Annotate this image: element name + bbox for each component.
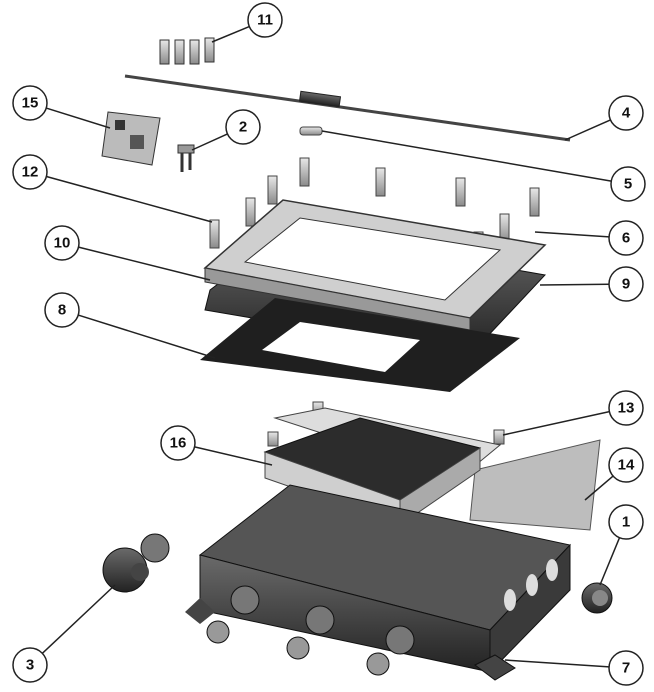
callout-number: 5	[624, 176, 632, 193]
callout-circle	[608, 95, 644, 131]
callout-number: 8	[58, 302, 66, 319]
antenna-cable-part	[124, 74, 571, 142]
terminal-module-part	[263, 407, 502, 526]
callout-6: 6	[534, 220, 644, 256]
callout-13: 13	[502, 390, 644, 436]
leader-line	[564, 119, 611, 141]
leader-line	[599, 537, 621, 586]
callout-number: 9	[622, 276, 630, 293]
callout-number: 6	[622, 230, 630, 247]
callout-circle	[608, 447, 644, 483]
callout-3: 3	[12, 584, 116, 683]
blanking-plug-part	[581, 582, 613, 614]
callout-number: 2	[239, 119, 247, 136]
callout-circle	[160, 425, 196, 461]
callout-circle	[608, 266, 644, 302]
callout-1: 1	[599, 504, 644, 586]
callout-number: 11	[257, 12, 273, 29]
fuse-part	[299, 126, 323, 136]
callout-7: 7	[504, 650, 644, 686]
callout-14: 14	[584, 447, 644, 501]
callout-5: 5	[321, 130, 646, 202]
jumper-part	[177, 144, 195, 172]
leader-line	[504, 659, 610, 668]
callout-circle	[44, 225, 80, 261]
leader-line	[539, 283, 610, 286]
callout-circle	[12, 85, 48, 121]
leader-line	[502, 410, 610, 436]
callout-circle	[608, 220, 644, 256]
callout-number: 13	[618, 400, 635, 417]
circuit-board-part	[101, 111, 161, 166]
callout-number: 1	[622, 514, 630, 531]
callout-number: 3	[26, 657, 34, 674]
callout-12: 12	[12, 154, 213, 223]
callout-circle	[608, 504, 644, 540]
callout-11: 11	[211, 2, 283, 43]
callout-number: 16	[170, 435, 187, 452]
callout-circle	[44, 292, 80, 328]
standoffs-part	[159, 37, 215, 65]
callout-number: 14	[618, 457, 635, 474]
callout-circle	[608, 390, 644, 426]
callout-8: 8	[44, 292, 216, 359]
cover-frame-part	[203, 199, 547, 331]
callout-circle	[12, 154, 48, 190]
callout-9: 9	[539, 266, 644, 302]
leader-line	[211, 25, 250, 43]
callout-number: 10	[54, 235, 71, 252]
label-plate-part	[469, 439, 601, 531]
leader-line	[191, 133, 228, 151]
callout-circle	[608, 650, 644, 686]
leader-line	[78, 246, 211, 281]
callout-circle	[12, 647, 48, 683]
callout-number: 4	[622, 105, 631, 122]
callout-4: 4	[564, 95, 644, 141]
cable-gland-part	[102, 533, 170, 593]
callout-15: 15	[12, 85, 111, 129]
leader-line	[41, 584, 116, 654]
leader-line	[46, 175, 213, 223]
leader-line	[321, 130, 612, 182]
callout-circle	[225, 109, 261, 145]
callout-number: 7	[622, 660, 630, 677]
leader-line	[534, 231, 610, 238]
leader-line	[194, 446, 273, 466]
callout-10: 10	[44, 225, 211, 281]
leader-line	[46, 107, 111, 129]
enclosure-body-part	[185, 484, 571, 681]
callout-2: 2	[191, 109, 261, 151]
leader-line	[77, 314, 216, 359]
leader-line	[584, 475, 614, 501]
callout-number: 12	[22, 164, 39, 181]
callout-circle	[610, 166, 646, 202]
callout-circle	[247, 2, 283, 38]
callout-number: 15	[22, 95, 39, 112]
callout-16: 16	[160, 425, 273, 466]
gasket-part	[200, 298, 520, 392]
